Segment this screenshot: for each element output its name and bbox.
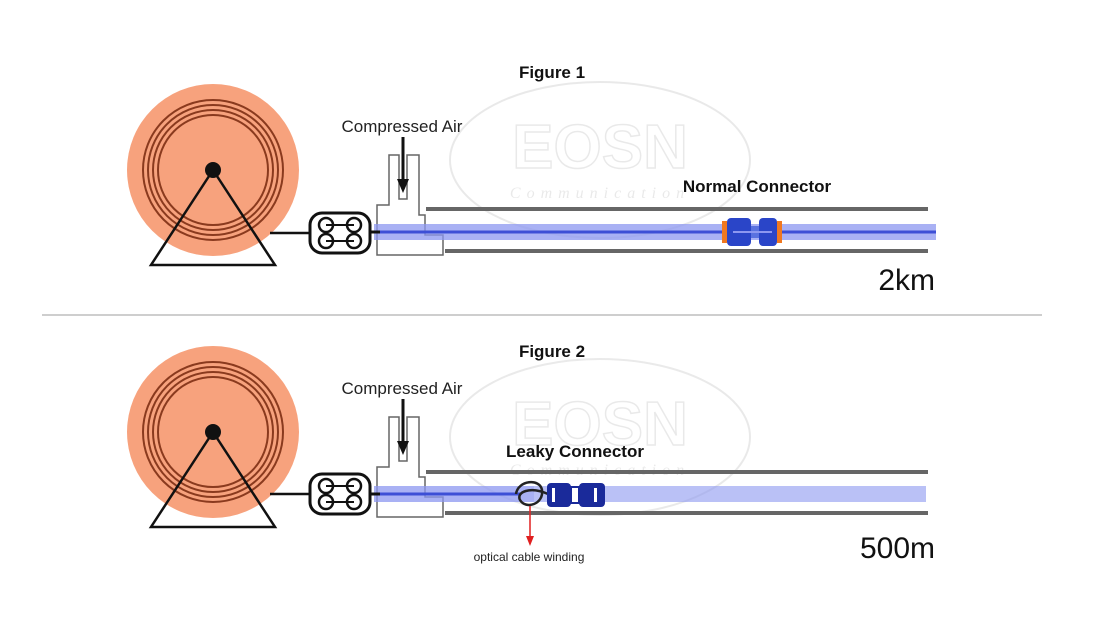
normal-connector: [722, 218, 782, 246]
normal-connector-label: Normal Connector: [683, 177, 832, 196]
distance-label-1: 2km: [878, 264, 935, 297]
cable-winding-loop: [514, 481, 549, 507]
roller-unit-1: [308, 211, 372, 255]
figure-1: Figure 1 Compressed Air Normal Connector…: [125, 63, 936, 297]
figure-2: Figure 2 Compressed Air Leaky Connector: [125, 342, 935, 565]
cable-winding-annotation: optical cable winding: [474, 550, 585, 564]
cable-reel-1: [125, 82, 301, 267]
leaky-connector: [547, 483, 605, 507]
watermark-logo: [449, 81, 751, 239]
duct-leak-zone: [534, 486, 926, 502]
leaky-connector-label: Leaky Connector: [506, 442, 644, 461]
compressed-air-label-1: Compressed Air: [342, 117, 463, 136]
figure-1-title: Figure 1: [519, 63, 585, 82]
compressed-air-label-2: Compressed Air: [342, 379, 463, 398]
cable-reel-2: [125, 344, 301, 529]
annotation-arrow-head: [526, 536, 534, 546]
distance-label-2: 500m: [860, 532, 935, 565]
figure-2-title: Figure 2: [519, 342, 585, 361]
roller-unit-2: [308, 472, 372, 516]
